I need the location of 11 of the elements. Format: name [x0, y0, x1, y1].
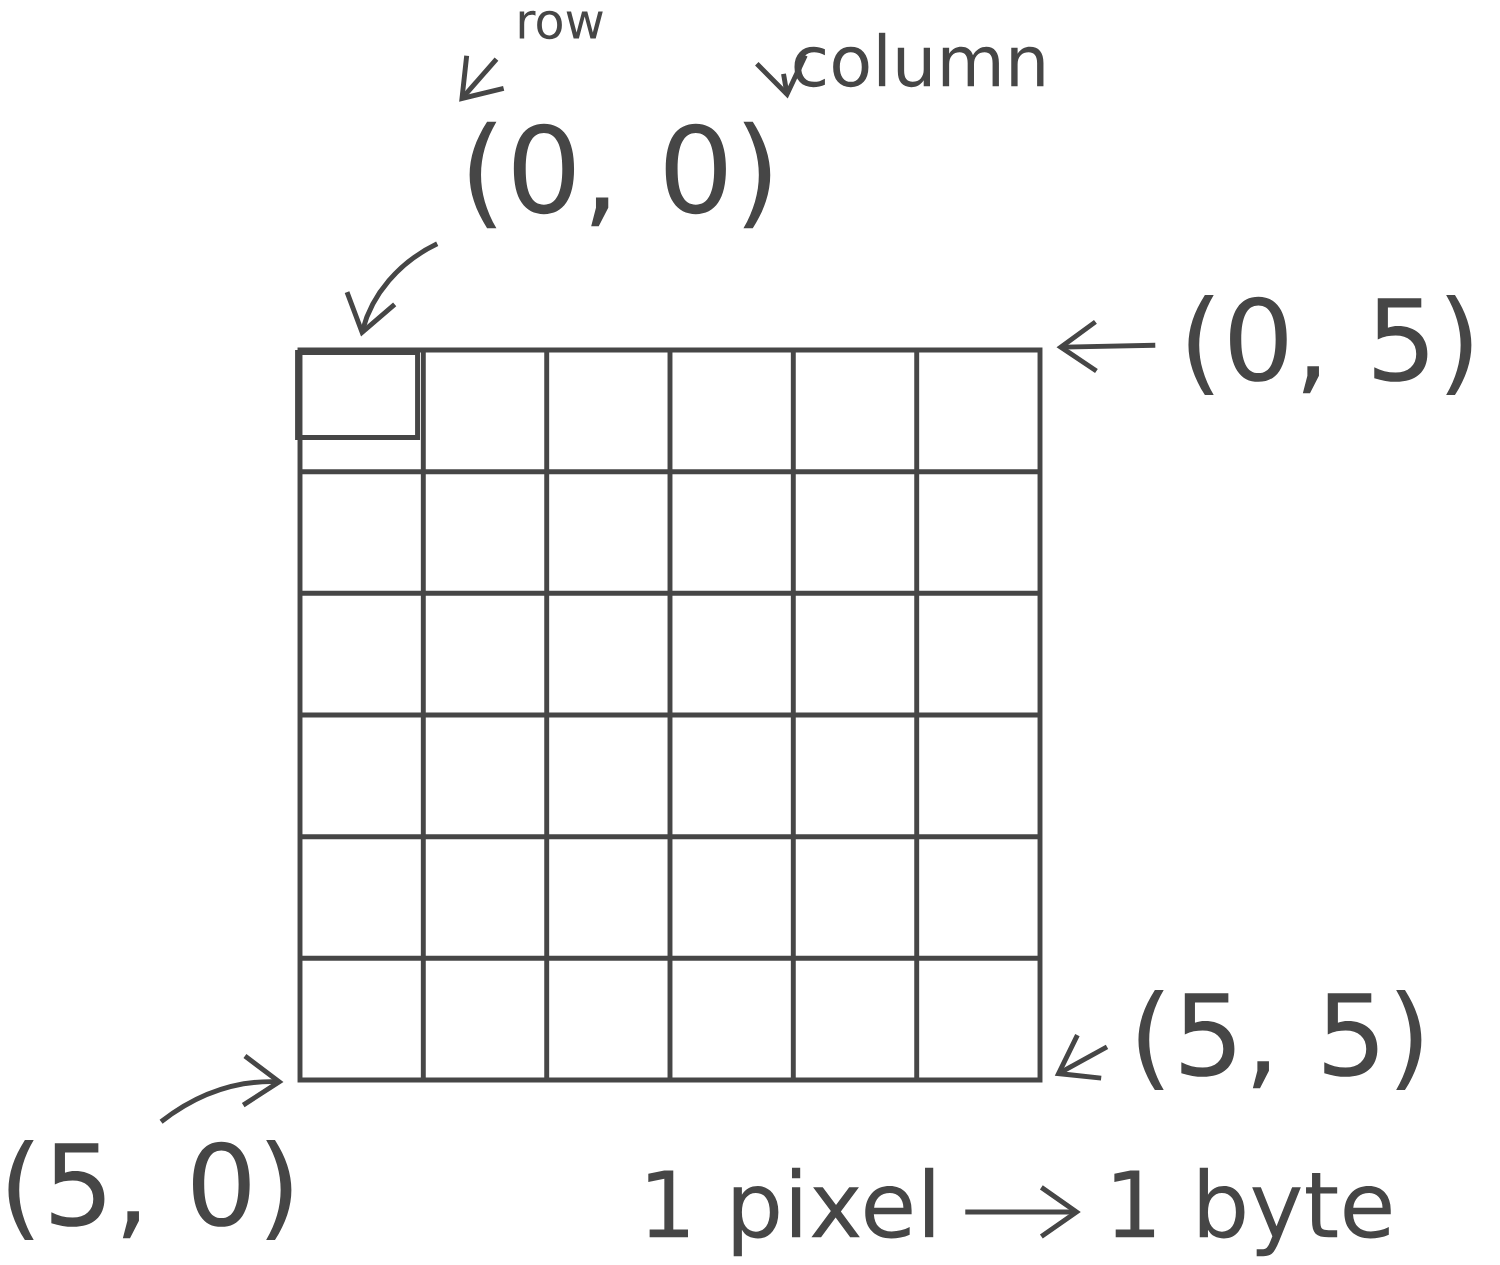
- arrow: [159, 1054, 284, 1124]
- coordinate-label: (5, 0): [8, 1139, 292, 1241]
- arrow: [965, 1185, 1081, 1239]
- coordinate-label: (5, 5): [1138, 989, 1422, 1091]
- coordinate-label: (0, 5): [1188, 294, 1472, 396]
- coordinate-label: (0, 0): [469, 121, 771, 229]
- axis-label: column: [794, 32, 1044, 88]
- cell-box: [295, 350, 420, 440]
- byte-label: 1 byte: [1114, 1167, 1391, 1257]
- axis-label: row: [519, 10, 603, 40]
- pixel-label: 1 pixel: [648, 1167, 934, 1257]
